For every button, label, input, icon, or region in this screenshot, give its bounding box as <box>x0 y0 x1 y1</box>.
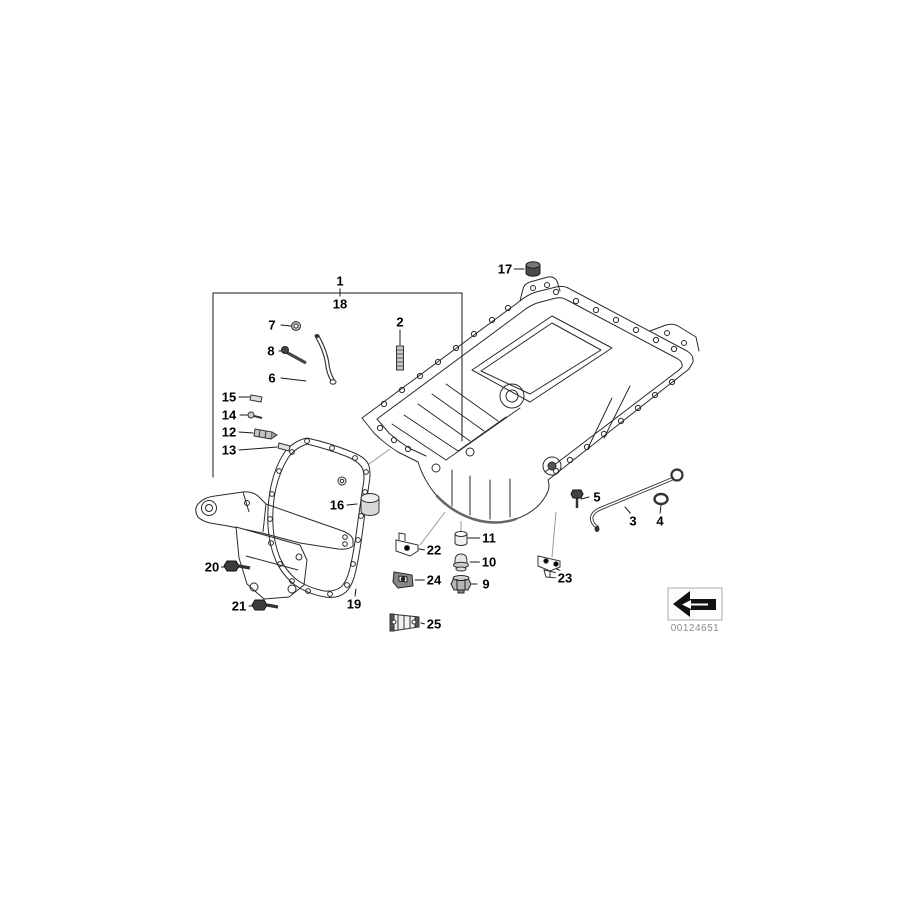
support-bracket <box>195 491 354 600</box>
callout-25[interactable]: 25 <box>424 616 444 632</box>
callout-18[interactable]: 18 <box>330 296 350 312</box>
callout-19[interactable]: 19 <box>344 596 364 612</box>
o-ring-part-4 <box>653 492 669 506</box>
sleeve-part-11 <box>454 531 468 546</box>
dipstick-guide-tube-part-3 <box>589 468 684 532</box>
plug-part-16 <box>360 493 380 516</box>
plug-part-10 <box>453 553 469 572</box>
bolt-part-20 <box>223 560 251 572</box>
callout-20[interactable]: 20 <box>202 559 222 575</box>
screw-part-14 <box>247 411 263 419</box>
callout-10[interactable]: 10 <box>479 554 499 570</box>
bracket-part-25 <box>389 613 420 632</box>
callout-2[interactable]: 2 <box>394 314 406 330</box>
stud-part-2 <box>396 345 404 371</box>
valve-part-12 <box>253 428 278 440</box>
callout-1[interactable]: 1 <box>334 273 346 289</box>
leader-lines <box>212 268 662 625</box>
vent-pipe-part-6 <box>314 334 337 385</box>
drain-plug-part-9 <box>450 575 472 594</box>
bolt-part-5 <box>570 489 584 508</box>
callout-21[interactable]: 21 <box>229 598 249 614</box>
callout-9[interactable]: 9 <box>480 576 492 592</box>
callout-15[interactable]: 15 <box>219 389 239 405</box>
callout-14[interactable]: 14 <box>219 407 239 423</box>
sleeve-part-13 <box>277 442 291 452</box>
bracket-part-22 <box>395 532 419 557</box>
seal-part-7 <box>291 321 301 331</box>
callout-5[interactable]: 5 <box>591 489 603 505</box>
callout-12[interactable]: 12 <box>219 424 239 440</box>
clamp-part-24 <box>392 571 414 589</box>
cap-part-17 <box>525 261 541 277</box>
catalog-number: 00124651 <box>670 623 720 634</box>
flange-bolt-holes <box>376 288 678 475</box>
direction-arrow-icon <box>667 587 723 621</box>
callout-16[interactable]: 16 <box>327 497 347 513</box>
callout-4[interactable]: 4 <box>654 513 666 529</box>
callout-7[interactable]: 7 <box>266 317 278 333</box>
bolt-part-21 <box>251 599 279 611</box>
callout-13[interactable]: 13 <box>219 442 239 458</box>
callout-8[interactable]: 8 <box>265 343 277 359</box>
callout-17[interactable]: 17 <box>495 261 515 277</box>
callout-22[interactable]: 22 <box>424 542 444 558</box>
oil-pan <box>361 276 700 524</box>
pin-part-15 <box>249 394 263 403</box>
callout-11[interactable]: 11 <box>480 530 498 546</box>
callout-6[interactable]: 6 <box>266 370 278 386</box>
callout-24[interactable]: 24 <box>424 572 444 588</box>
callout-3[interactable]: 3 <box>627 513 639 529</box>
assembly-lines <box>368 448 557 558</box>
callout-23[interactable]: 23 <box>555 570 575 586</box>
bolt-part-8 <box>281 346 307 365</box>
